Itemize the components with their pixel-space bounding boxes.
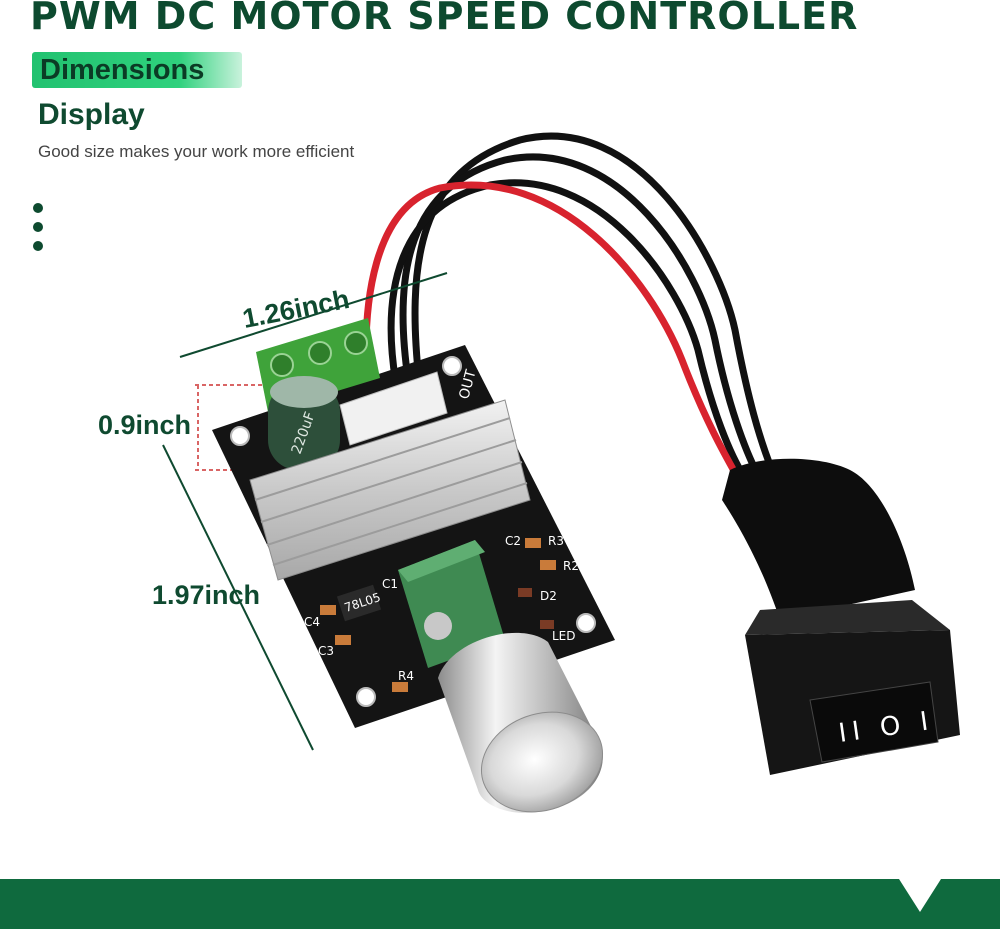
chevron-down-icon xyxy=(899,879,941,912)
led-label: LED xyxy=(552,629,576,643)
dot-icon xyxy=(33,203,43,213)
out-label: OUT xyxy=(456,368,479,401)
bullet-dots xyxy=(33,203,45,260)
c3-label: C3 xyxy=(318,644,334,658)
wire-bundle xyxy=(362,132,776,482)
page-title: PWM DC MOTOR SPEED CONTROLLER xyxy=(30,0,859,38)
dot-icon xyxy=(33,241,43,251)
section-subtitle: Display xyxy=(38,98,145,131)
regulator-chip xyxy=(336,584,382,622)
heat-sink xyxy=(249,399,531,581)
tagline: Good size makes your work more efficient xyxy=(38,142,355,161)
dimensions-badge: Dimensions xyxy=(32,52,242,88)
r2-label: R2 xyxy=(563,559,579,573)
c4-label: C4 xyxy=(304,615,320,629)
c1-label: C1 xyxy=(382,577,398,591)
length-dimension-line xyxy=(162,444,314,751)
dot-icon xyxy=(33,222,43,232)
d2-label: D2 xyxy=(540,589,557,603)
c2-label: C2 xyxy=(505,534,521,548)
output-connector: OUT xyxy=(339,368,480,446)
footer-band xyxy=(0,879,1000,929)
dimensions-badge-label: Dimensions xyxy=(40,54,205,86)
speed-knob xyxy=(438,632,604,813)
r3-label: R3 xyxy=(548,534,564,548)
height-dimension-label: 0.9inch xyxy=(98,410,192,440)
width-dimension-line xyxy=(179,272,448,358)
pcb-components: 78L05 C1 C2 C3 C4 R2 R3 R4 D2 LED xyxy=(304,534,579,692)
potentiometer xyxy=(398,540,505,668)
length-dimension-label: 1.97inch xyxy=(152,580,261,610)
r4-label: R4 xyxy=(398,669,414,683)
rocker-switch: II O I xyxy=(722,458,960,775)
capacitor: 220uF xyxy=(268,376,340,470)
